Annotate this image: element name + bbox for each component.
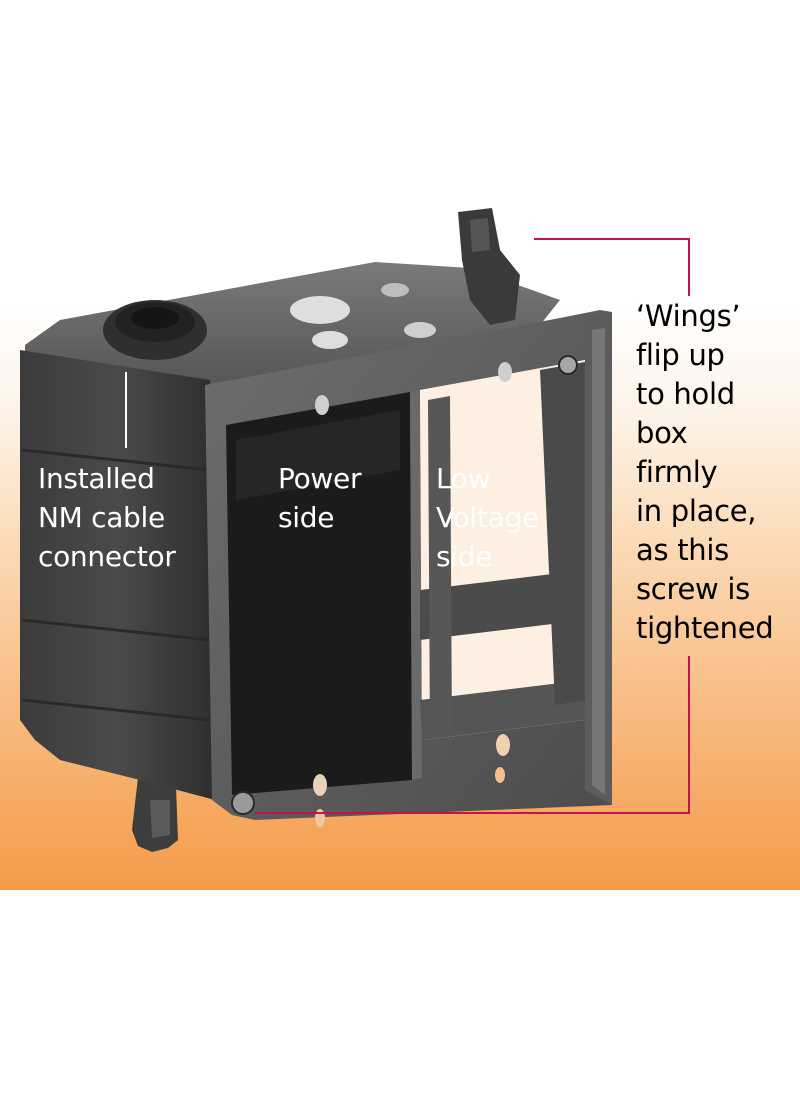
label-line: Low bbox=[436, 462, 491, 495]
box-side-body bbox=[20, 350, 215, 800]
label-line: ‘Wings’ bbox=[636, 299, 741, 333]
label-line: side bbox=[278, 501, 335, 534]
wings-caption: ‘Wings’ flip up to hold box firmly in pl… bbox=[636, 297, 774, 648]
screw bbox=[231, 791, 255, 815]
photo-scene: Installed NM cable connector Power side … bbox=[0, 0, 800, 890]
label-line: connector bbox=[38, 540, 176, 573]
label-line: Power bbox=[278, 462, 362, 495]
label-line: NM cable bbox=[38, 501, 165, 534]
label-line: side bbox=[436, 540, 493, 573]
label-line: screw is bbox=[636, 572, 750, 606]
label-line: in place, bbox=[636, 494, 757, 528]
label-line: flip up bbox=[636, 338, 725, 372]
cable-connector-label: Installed NM cable connector bbox=[38, 459, 176, 576]
callout-line-top-horizontal bbox=[534, 238, 690, 240]
callout-line-top-vertical bbox=[688, 238, 690, 296]
electrical-box-photo bbox=[20, 208, 612, 852]
connector-leader-line bbox=[125, 372, 127, 448]
label-line: to hold bbox=[636, 377, 735, 411]
callout-line-bottom-vertical bbox=[688, 656, 690, 814]
callout-line-bottom-horizontal bbox=[255, 812, 690, 814]
low-voltage-side-label: Low Voltage side bbox=[436, 459, 539, 576]
label-line: Installed bbox=[38, 462, 155, 495]
label-line: Voltage bbox=[436, 501, 539, 534]
label-line: firmly bbox=[636, 455, 718, 489]
label-line: as this bbox=[636, 533, 729, 567]
power-side-label: Power side bbox=[278, 459, 361, 537]
label-line: box bbox=[636, 416, 688, 450]
label-line: tightened bbox=[636, 611, 774, 645]
